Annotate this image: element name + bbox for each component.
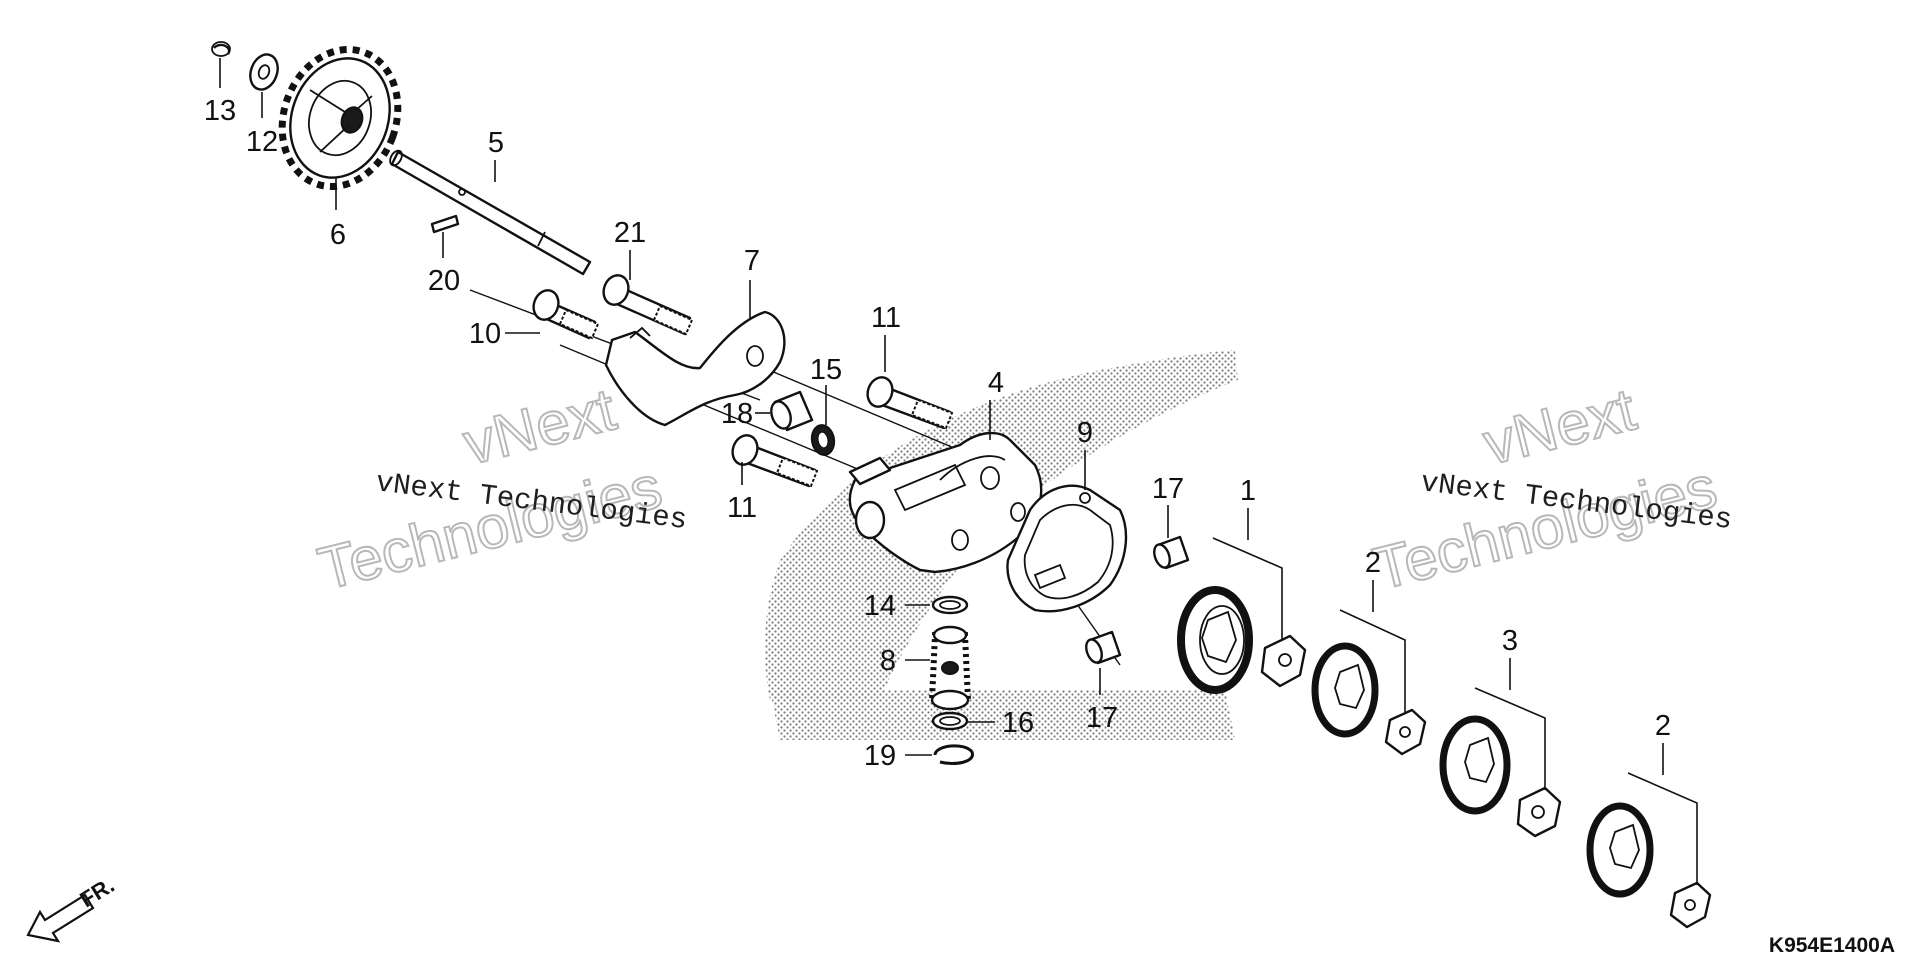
watermark-big-top: vNext xyxy=(457,375,622,477)
outer-rotor-part-3 xyxy=(1439,715,1511,815)
inner-rotor-part-2-b xyxy=(1669,881,1712,929)
circlip-part-19 xyxy=(933,744,974,766)
diagram-code: K954E1400A xyxy=(1769,934,1895,957)
inner-rotor-part-2-a xyxy=(1384,708,1427,756)
callout-13: 13 xyxy=(204,95,236,127)
gasket-part-9 xyxy=(1006,484,1128,613)
pin-part-20 xyxy=(430,214,460,234)
watermark-big-top: vNext xyxy=(1477,375,1642,477)
callout-6: 6 xyxy=(330,219,346,251)
inner-rotor-part-3 xyxy=(1516,786,1562,838)
callout-8: 8 xyxy=(880,645,896,677)
callout-15: 15 xyxy=(810,354,842,386)
bolt-part-11-upper xyxy=(866,376,954,430)
callout-21: 21 xyxy=(614,217,646,249)
circlip-part-13 xyxy=(211,41,231,57)
callout-14: 14 xyxy=(864,590,896,622)
callout-18: 18 xyxy=(721,398,753,430)
o-ring-part-15 xyxy=(810,424,836,456)
bolt-part-21 xyxy=(602,274,694,336)
callout-5: 5 xyxy=(488,127,504,159)
callout-19: 19 xyxy=(864,740,896,772)
bolt-part-11-lower xyxy=(731,434,819,488)
callout-10: 10 xyxy=(469,318,501,350)
callout-12: 12 xyxy=(246,126,278,158)
callout-3: 3 xyxy=(1502,625,1518,657)
washer-part-12 xyxy=(249,53,279,91)
callout-2-b: 2 xyxy=(1655,710,1671,742)
outer-rotor-part-2-a xyxy=(1311,642,1379,738)
callout-9: 9 xyxy=(1077,417,1093,449)
inner-rotor-part-1 xyxy=(1260,634,1307,688)
dowel-part-17-upper xyxy=(1153,535,1190,570)
bracket-part-7 xyxy=(604,310,786,427)
washer-part-14 xyxy=(931,595,969,615)
callout-20: 20 xyxy=(428,265,460,297)
relief-valve-part-8 xyxy=(928,625,972,711)
callout-17-lower: 17 xyxy=(1086,702,1118,734)
callout-4: 4 xyxy=(988,367,1004,399)
callout-11-upper: 11 xyxy=(871,302,901,334)
gear-part-6 xyxy=(278,45,402,191)
pump-body-part-4 xyxy=(848,431,1043,574)
outer-rotor-part-1 xyxy=(1177,586,1253,694)
callout-2-a: 2 xyxy=(1365,547,1381,579)
background-logo-stipple xyxy=(764,350,1238,740)
callout-17-upper: 17 xyxy=(1152,473,1184,505)
dowel-part-18 xyxy=(770,390,814,432)
washer-part-16 xyxy=(931,711,969,731)
callout-1: 1 xyxy=(1240,475,1256,507)
front-arrow-icon xyxy=(26,893,95,943)
front-direction-indicator: FR. xyxy=(26,872,119,943)
callout-labels: 13 12 6 5 20 21 7 10 11 15 4 18 11 9 17 … xyxy=(204,95,1671,772)
outer-rotor-part-2-b xyxy=(1586,802,1654,898)
dowel-part-17-lower xyxy=(1085,630,1122,665)
callout-11-lower: 11 xyxy=(727,492,757,524)
watermark-right: vNext Technologies vNext Technologies xyxy=(1366,374,1734,603)
watermark-left: vNext Technologies vNext Technologies xyxy=(311,374,689,603)
callout-16: 16 xyxy=(1002,707,1034,739)
shaft-part-5 xyxy=(389,149,592,276)
bolt-part-10 xyxy=(532,289,600,340)
leader-lines xyxy=(219,58,1698,885)
callout-7: 7 xyxy=(744,245,760,277)
